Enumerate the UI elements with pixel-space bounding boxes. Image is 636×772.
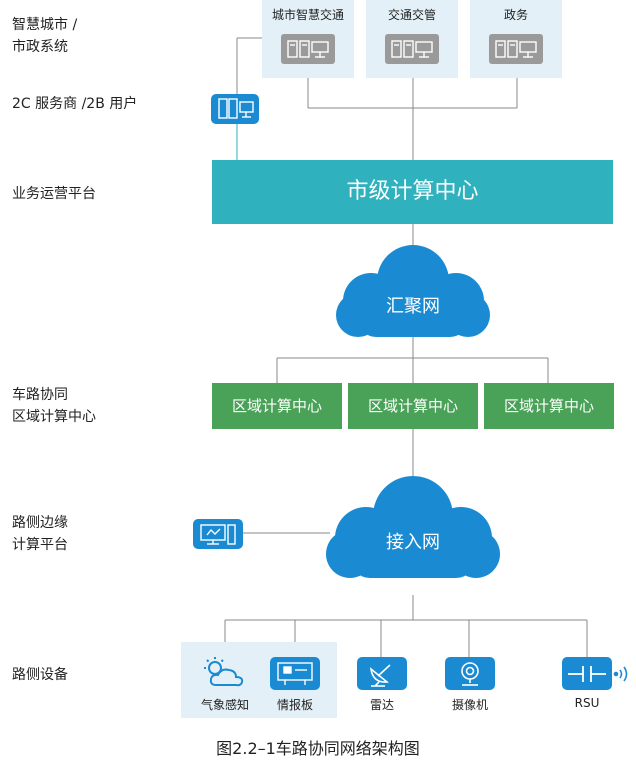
radar-dish-icon xyxy=(357,657,407,690)
weather-cloud-icon xyxy=(204,657,244,687)
system-label: 城市智慧交通 xyxy=(271,8,344,22)
info-board-icon xyxy=(270,657,320,690)
server-terminal-icon xyxy=(211,94,259,124)
system-box-government: 政务 xyxy=(470,0,562,78)
system-label: 政务 xyxy=(503,8,528,22)
city-compute-center: 市级计算中心 xyxy=(212,160,613,224)
device-label-rsu: RSU xyxy=(574,696,600,710)
aggregation-cloud-icon xyxy=(336,245,490,337)
system-box-traffic: 城市智慧交通 xyxy=(262,0,354,78)
regional-center-3: 区域计算中心 xyxy=(484,383,614,429)
regional-center-1: 区域计算中心 xyxy=(212,383,342,429)
system-label: 交通交管 xyxy=(387,8,436,22)
device-label-radar: 雷达 xyxy=(369,698,394,712)
figure-caption: 图2.2–1车路协同网络架构图 xyxy=(216,739,420,758)
aggregation-network-label: 汇聚网 xyxy=(386,296,440,317)
device-label-weather: 气象感知 xyxy=(200,698,249,712)
label-service-users: 2C 服务商 /2B 用户 xyxy=(12,96,138,112)
camera-icon xyxy=(445,657,495,690)
system-box-traffic-police: 交通交管 xyxy=(366,0,458,78)
label-smart-city: 智慧城市 / 市政系统 xyxy=(12,17,78,55)
server-icon xyxy=(489,34,543,64)
device-label-camera: 摄像机 xyxy=(451,698,488,712)
server-icon xyxy=(385,34,439,64)
rsu-icon xyxy=(562,657,612,690)
label-roadside-devices: 路侧设备 xyxy=(12,667,68,683)
label-edge-platform: 路侧边缘 计算平台 xyxy=(12,515,68,553)
label-business-platform: 业务运营平台 xyxy=(12,186,96,202)
label-regional-center: 车路协同 区域计算中心 xyxy=(12,387,96,425)
regional-center-2: 区域计算中心 xyxy=(348,383,478,429)
access-cloud-icon xyxy=(326,476,500,578)
edge-computing-icon xyxy=(193,519,243,549)
access-network-label: 接入网 xyxy=(386,532,440,553)
wireless-signal-icon xyxy=(613,666,628,682)
device-label-info-board: 情报板 xyxy=(276,698,313,712)
server-icon xyxy=(281,34,335,64)
